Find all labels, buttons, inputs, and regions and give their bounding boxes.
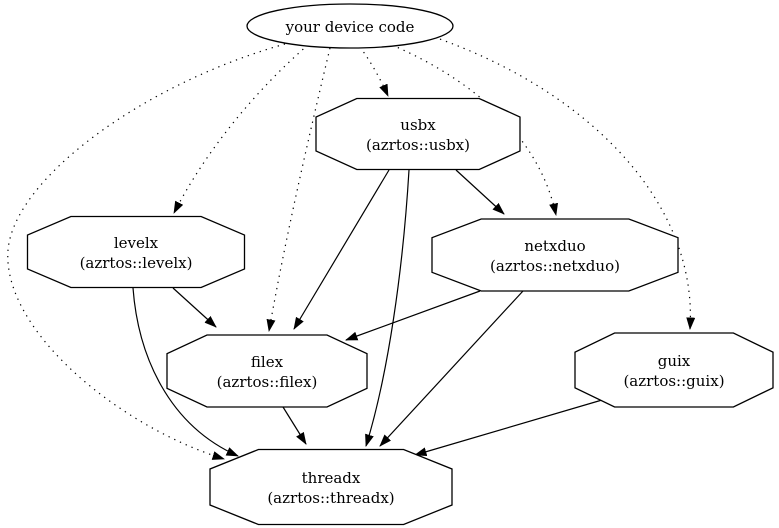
node-netxduo: netxduo(azrtos::netxduo) (431, 218, 679, 292)
node-filex: filex(azrtos::filex) (166, 334, 368, 408)
edge-usbx-threadx (365, 169, 410, 447)
filex-octagon-shape (166, 334, 368, 408)
node-netxduo-label: netxduo(azrtos::netxduo) (490, 237, 620, 275)
guix-octagon-shape (574, 332, 774, 408)
node-threadx: threadx(azrtos::threadx) (209, 448, 453, 526)
levelx-octagon-shape (26, 215, 246, 289)
nodes-layer: your device codeusbx(azrtos::usbx)levelx… (26, 3, 774, 526)
node-usbx: usbx(azrtos::usbx) (315, 97, 521, 171)
edge-levelx-filex (172, 287, 217, 328)
node-levelx-label: levelx(azrtos::levelx) (80, 234, 193, 272)
node-threadx-label: threadx(azrtos::threadx) (267, 469, 394, 507)
edge-netxduo-threadx (379, 290, 524, 447)
node-guix-label: guix(azrtos::guix) (623, 352, 724, 390)
edges-layer (7, 36, 696, 460)
device-ellipse-shape (246, 3, 454, 49)
threadx-octagon-shape (209, 448, 453, 526)
edge-netxduo-filex (345, 290, 481, 341)
node-levelx: levelx(azrtos::levelx) (26, 215, 246, 289)
edge-device-threadx (7, 43, 286, 460)
edge-usbx-netxduo (455, 169, 505, 215)
node-filex-label: filex(azrtos::filex) (217, 353, 318, 391)
edge-levelx-threadx (132, 287, 239, 457)
edge-device-levelx (173, 44, 309, 214)
usbx-octagon-shape (315, 97, 521, 171)
edge-device-filex (266, 47, 331, 332)
edge-filex-threadx (282, 406, 307, 445)
node-usbx-label: usbx(azrtos::usbx) (366, 116, 470, 154)
node-guix: guix(azrtos::guix) (574, 332, 774, 408)
edge-usbx-filex (293, 169, 390, 330)
edge-device-usbx (359, 46, 389, 97)
edge-device-guix (433, 36, 696, 330)
node-device-label: your device code (285, 18, 415, 36)
node-device: your device code (246, 3, 454, 49)
edge-guix-threadx (414, 399, 603, 457)
netxduo-octagon-shape (431, 218, 679, 292)
